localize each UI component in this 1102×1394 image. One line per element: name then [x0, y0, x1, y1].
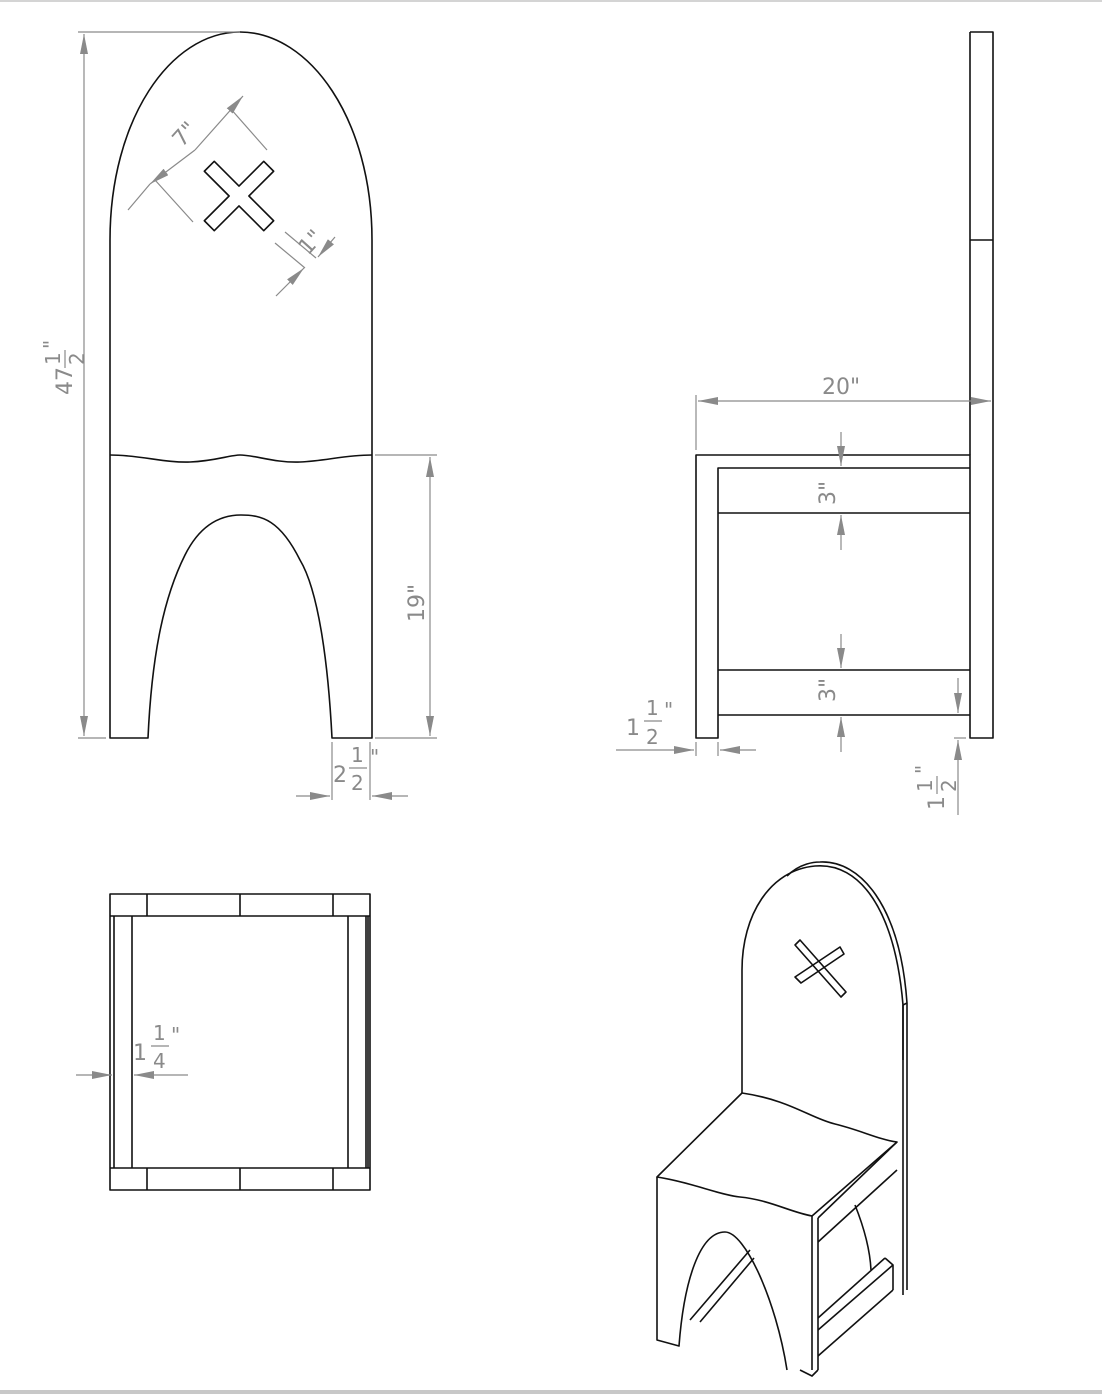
svg-text:1: 1 [646, 696, 659, 720]
svg-text:": " [171, 1023, 180, 1047]
backrest-outline [109, 31, 373, 739]
svg-text:1: 1 [133, 1041, 147, 1066]
svg-text:1: 1 [351, 743, 364, 767]
svg-text:1: 1 [913, 779, 937, 792]
svg-text:2: 2 [937, 779, 961, 792]
svg-text:": " [664, 698, 673, 722]
side-view: 20" 3" 3" 1 1 2 " 1 1 2 " [616, 31, 994, 815]
seat-depth-dimension: 20" [822, 375, 860, 400]
svg-text:1: 1 [41, 352, 65, 365]
svg-text:2: 2 [65, 352, 89, 365]
svg-text:4: 4 [153, 1049, 166, 1073]
svg-text:2: 2 [351, 771, 364, 795]
isometric-view [656, 861, 908, 1377]
cross-cutout [203, 160, 275, 232]
svg-text:47: 47 [53, 367, 78, 395]
overall-height-dimension: 47 1 2 " [39, 340, 89, 395]
svg-text:1: 1 [153, 1021, 166, 1045]
upper-apron-dimension: 3" [816, 481, 841, 505]
panel-thickness-dimension: 1 1 4 " [133, 1021, 180, 1073]
svg-text:2: 2 [333, 763, 347, 788]
top-view: 1 1 4 " [76, 893, 371, 1191]
front-view: 47 1 2 " 7" 1" 19" 2 1 [39, 31, 437, 800]
svg-text:": " [370, 745, 379, 769]
side-leg-thickness-dimension: 1 1 2 " [626, 696, 673, 749]
cross-width-dimension: 1" [294, 225, 329, 260]
side-profile [695, 31, 994, 739]
svg-text:1: 1 [626, 716, 640, 741]
svg-text:1: 1 [925, 796, 950, 810]
seat-edge [109, 454, 373, 463]
seat-height-dimension: 19" [405, 584, 430, 622]
lower-apron-dimension: 3" [816, 678, 841, 702]
sheet-top-border [0, 0, 1102, 2]
svg-text:": " [911, 765, 935, 774]
svg-text:2: 2 [646, 725, 659, 749]
svg-text:": " [39, 340, 63, 349]
stretcher-clearance-dimension: 1 1 2 " [911, 765, 961, 810]
sheet-bottom-border [0, 1390, 1102, 1394]
leg-width-dimension: 2 1 2 " [333, 743, 379, 795]
